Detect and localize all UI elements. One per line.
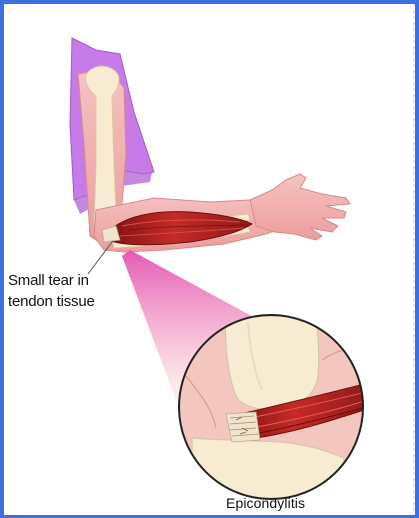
illustration-stage: Small tear in tendon tissue Epicondyliti… [4,4,415,515]
figure-caption: Epicondylitis [226,495,305,511]
right-edge-rule [413,4,415,515]
tear-leader-line [88,242,112,274]
tear-label-line2: tendon tissue [8,293,95,310]
elbow-illustration [4,4,415,515]
tear-label-line1: Small tear in [8,272,89,289]
